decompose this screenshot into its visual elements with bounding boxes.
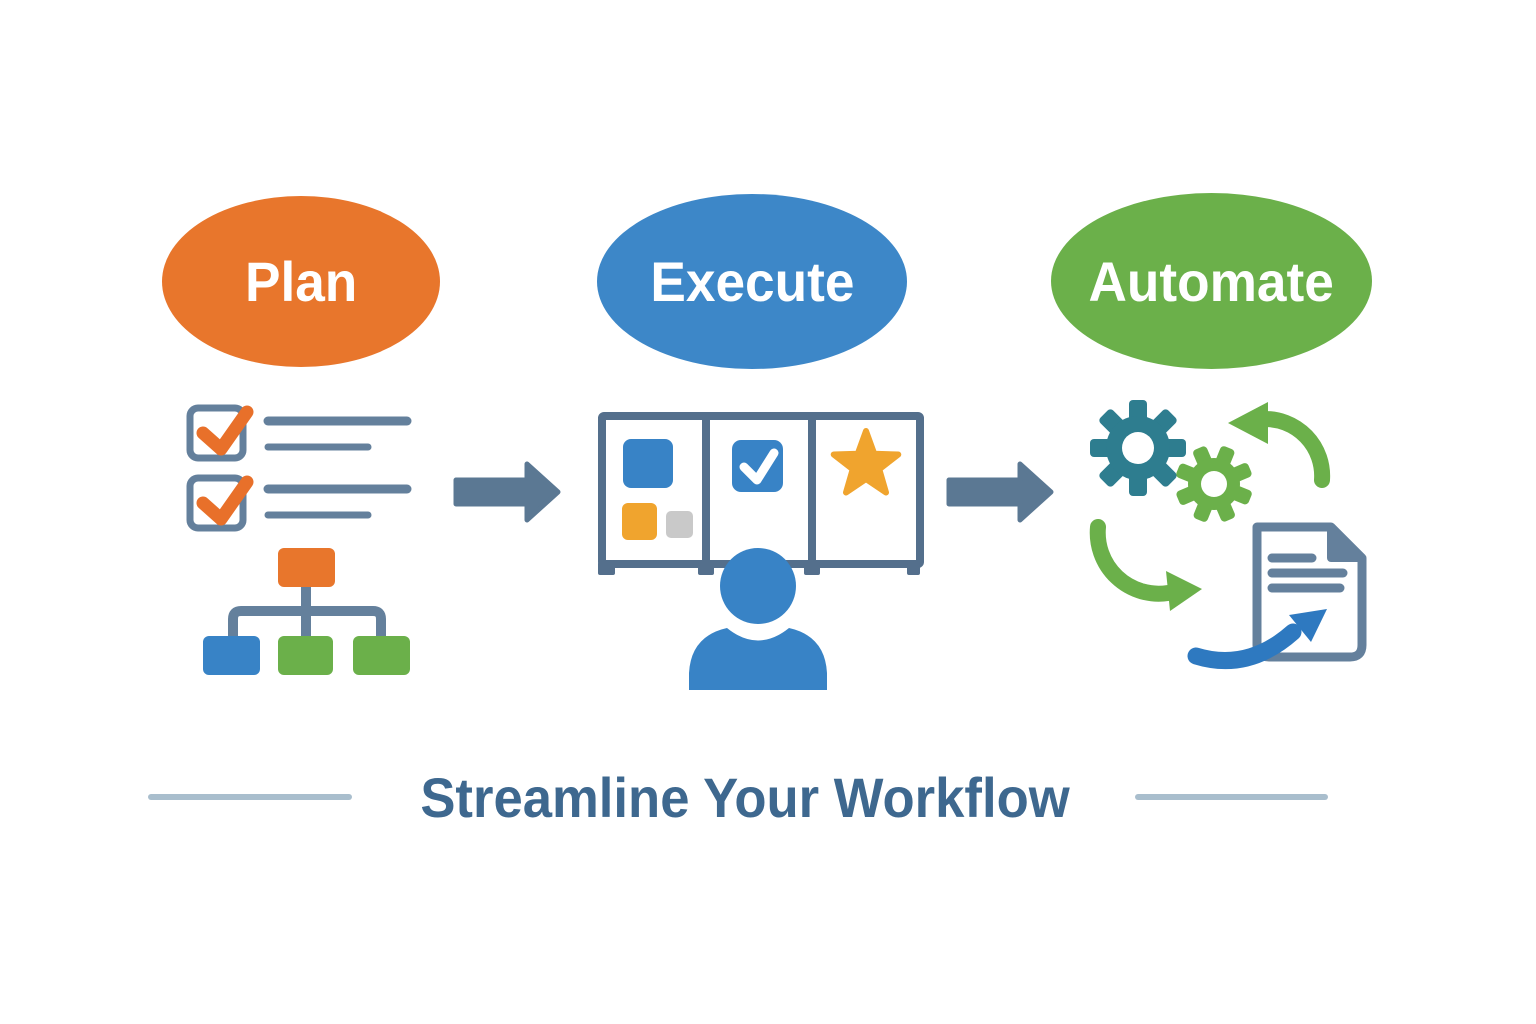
stage-bubble-plan: Plan xyxy=(162,196,440,367)
checkmark-icon xyxy=(196,405,254,456)
cycle-arrow-icon xyxy=(1228,402,1331,488)
gear-icon xyxy=(1090,400,1186,496)
board-feet xyxy=(598,562,920,575)
done-check-icon xyxy=(732,440,783,492)
arrow-right-icon xyxy=(453,461,561,523)
cycle-arrow-icon xyxy=(1089,519,1202,611)
stage-label-execute: Execute xyxy=(649,250,855,313)
gear-icon xyxy=(1176,446,1252,522)
kanban-board-icon xyxy=(598,412,924,690)
star-icon xyxy=(830,428,902,496)
org-chart-icon xyxy=(203,548,410,675)
stage-bubble-execute: Execute xyxy=(597,194,907,369)
org-node-child xyxy=(203,636,260,675)
automation-icons xyxy=(1089,400,1367,670)
stage-bubble-automate: Automate xyxy=(1051,193,1372,369)
swoosh-arrow-icon xyxy=(1187,609,1327,670)
divider-line xyxy=(148,794,352,800)
arrow-right-icon xyxy=(946,461,1054,523)
task-card-orange xyxy=(622,503,657,540)
org-node-parent xyxy=(278,548,335,587)
divider-line xyxy=(1135,794,1328,800)
stage-label-plan: Plan xyxy=(244,250,358,313)
checkmark-icon xyxy=(196,475,254,526)
org-node-child xyxy=(353,636,410,675)
task-card-blue xyxy=(623,439,673,488)
person-icon xyxy=(689,548,827,690)
task-card-gray xyxy=(666,511,693,538)
stage-label-automate: Automate xyxy=(1088,249,1335,313)
page-title: Streamline Your Workflow xyxy=(420,766,1070,829)
org-node-child xyxy=(278,636,333,675)
checklist-icon xyxy=(186,404,412,532)
